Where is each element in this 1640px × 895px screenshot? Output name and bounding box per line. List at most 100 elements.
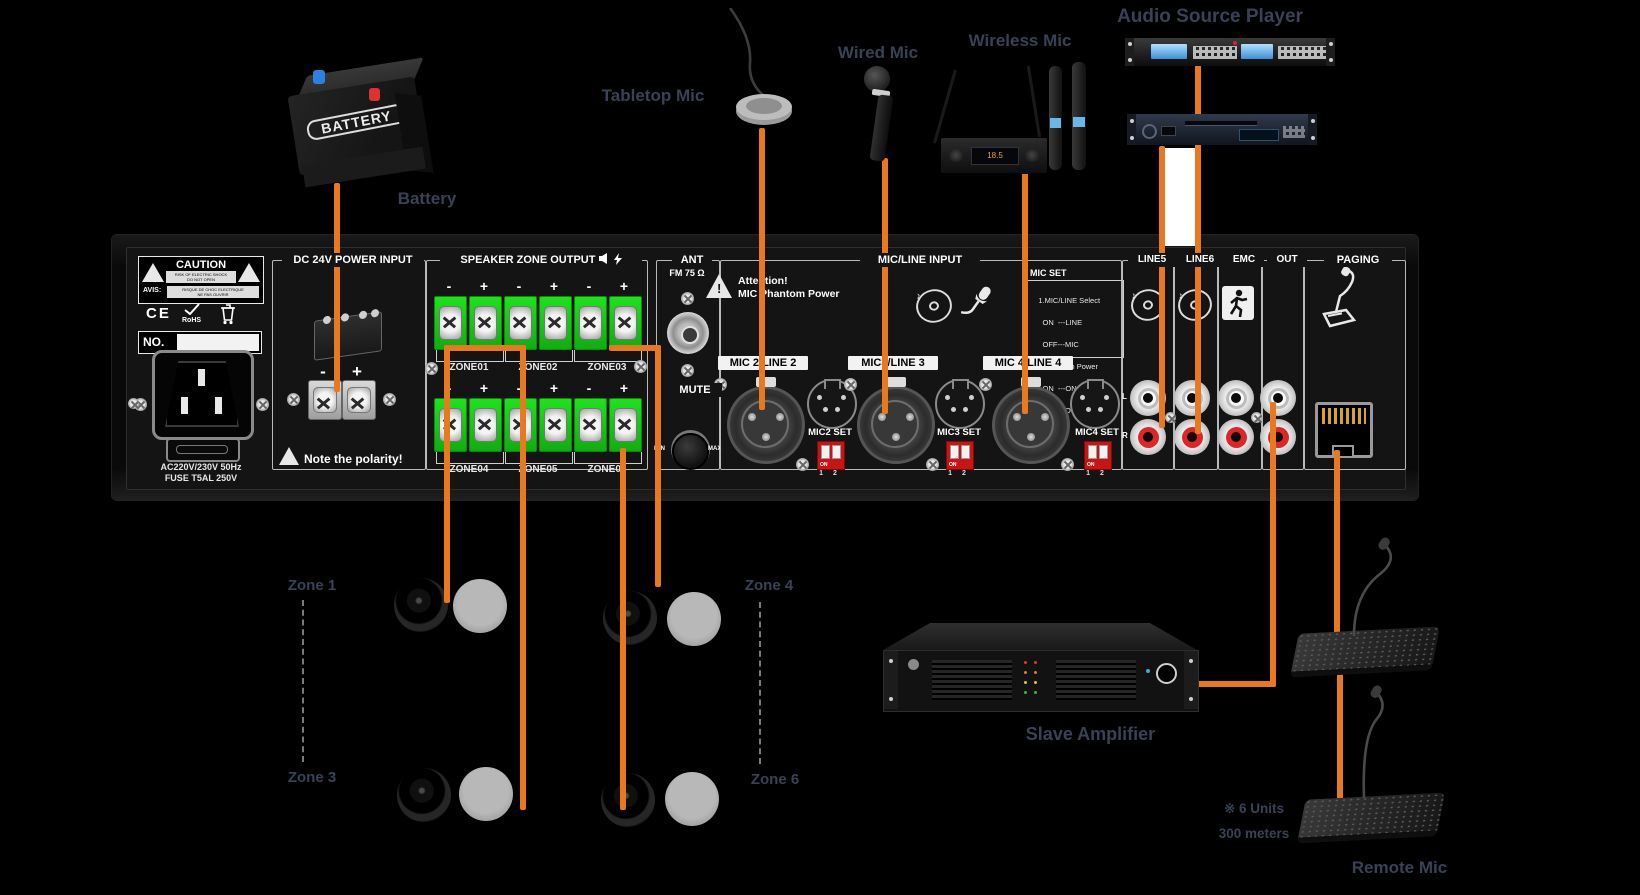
led (1034, 671, 1037, 674)
mic4-xlr-connector (992, 377, 1070, 464)
led (1024, 671, 1027, 674)
zone-terminal (434, 398, 467, 452)
ac-rating-text: AC220V/230V 50Hz FUSE T5AL 250V (160, 462, 242, 483)
xlr-latch (886, 377, 906, 387)
terminal-screw (579, 306, 602, 340)
mic2-dip-switch: ON (817, 441, 845, 470)
battery-post (371, 308, 379, 318)
mic2-xlr-connector (727, 377, 805, 464)
wire-to-zone6 (620, 448, 626, 810)
mute-knob (672, 433, 709, 470)
dip-lever (1088, 445, 1097, 459)
mic4-set-label: MIC4 SET (1075, 427, 1119, 438)
paging-mic-icon (1322, 266, 1357, 328)
zone-bracket (436, 452, 504, 464)
amp-top-face (883, 623, 1197, 650)
serial-no-blank (177, 334, 259, 351)
tuner-display (1241, 44, 1273, 59)
mic-display-band (1050, 118, 1061, 128)
polarity-sign: + (479, 278, 489, 294)
zone3-label: Zone 3 (287, 769, 337, 786)
out-rca-right (1260, 419, 1296, 455)
receiver-display: 18.5 (971, 147, 1019, 165)
battery-terminal-red (369, 88, 380, 101)
rack-hole (1328, 58, 1333, 62)
receiver-knob (949, 148, 963, 162)
socket-pin (215, 397, 222, 414)
zone1-speaker-gray (453, 579, 507, 633)
panel-screw (681, 292, 694, 305)
polarity-sign: - (586, 380, 592, 396)
cd-hole (927, 300, 941, 312)
battery-device: BATTERY (285, 57, 435, 188)
wire-zone-bus-left (444, 345, 526, 351)
mic2-set-label: MIC2 SET (808, 427, 852, 438)
xlr-pin (1013, 413, 1021, 421)
out-rca-left (1260, 380, 1296, 416)
dc-plus-label: + (352, 362, 362, 381)
mic3-dip-numbers: 1 2 (948, 470, 970, 477)
amp-rack-ear (884, 651, 898, 709)
connector-hole (681, 326, 699, 344)
xlr-pin (1041, 413, 1049, 421)
mic4-plate: MIC 4/LINE 4 (983, 356, 1073, 370)
speaker-zone-header: SPEAKER ZONE OUTPUT (440, 253, 642, 267)
mic3-din-connector (935, 379, 985, 429)
antenna-right (1026, 65, 1042, 144)
battery-terminal-blue (313, 70, 325, 84)
power-led (1233, 41, 1237, 45)
dip-lever (950, 445, 959, 459)
avis-label: AVIS: (143, 287, 162, 294)
rack-hole (1129, 119, 1134, 123)
caution-text: RISK OF ELECTRIC SHOCK DO NOT OPEN (166, 271, 236, 283)
micset-box: 1.MIC/LINE Select ON ---LINE OFF---MIC 2… (1026, 280, 1124, 415)
zone-label: ZONE04 (449, 464, 489, 475)
polarity-sign: - (516, 380, 522, 396)
zone-label: ZONE01 (449, 362, 489, 373)
line5-header: LINE5 (1128, 253, 1176, 267)
dip-on-label: ON (949, 462, 957, 468)
zone-terminal (504, 296, 537, 350)
polarity-sign: + (479, 380, 489, 396)
rack-ear (1127, 114, 1136, 145)
polarity-sign: + (619, 380, 629, 396)
panel-screw (383, 393, 396, 406)
xlr-pin (748, 413, 756, 421)
zone1-speaker-black (394, 578, 448, 632)
mic4-din-connector (1070, 379, 1120, 429)
amp-vents (1056, 660, 1136, 700)
dc-terminal-minus (308, 380, 342, 420)
polarity-sign: - (586, 278, 592, 294)
remote-mic-label: Remote Mic (1351, 858, 1448, 877)
din-pin (945, 395, 950, 400)
fuse-drawer (166, 438, 240, 462)
rj45-latch (1332, 445, 1354, 456)
out-header: OUT (1267, 253, 1307, 267)
zone3-speaker-gray (459, 767, 513, 821)
xlr-pin (906, 413, 914, 421)
amp-rack-ear (1184, 651, 1198, 709)
rack-hole (889, 659, 893, 663)
mute-label: MUTE (668, 383, 722, 397)
tabletop-mic-label: Tabletop Mic (601, 86, 705, 105)
wire-to-zone4 (655, 345, 661, 587)
battery-post (341, 312, 349, 322)
din-pin (817, 395, 822, 400)
dip-lever (961, 445, 970, 459)
zone4-label: Zone 4 (744, 577, 794, 594)
zone-terminal (539, 296, 572, 350)
speaker-icon (598, 253, 607, 264)
wire-out-vertical (1270, 402, 1276, 687)
zone6-speaker-gray (665, 772, 719, 826)
cd-buttons (1283, 126, 1305, 138)
rack-ear (1326, 38, 1335, 66)
rack-ear (1125, 38, 1134, 66)
mic3-set-label: MIC3 SET (937, 427, 981, 438)
terminal-screw (544, 306, 567, 340)
zone-terminal (469, 296, 502, 350)
rack-hole (1127, 42, 1132, 46)
terminal-screw (544, 408, 567, 442)
amp-front-face (883, 650, 1199, 712)
zone1-zone3-connector (302, 600, 304, 762)
